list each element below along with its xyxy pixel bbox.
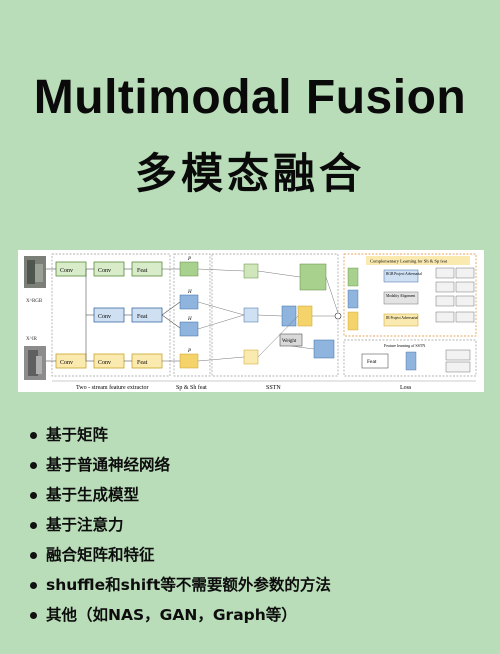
title-chinese: 多模态融合 <box>134 149 365 198</box>
architecture-diagram: X^RGB X^IR Conv Conv Feat Conv Feat Conv… <box>18 250 484 392</box>
complementary-title: Complementary Learning for Sh & Sp feat <box>370 259 448 264</box>
feat-bot-label: Feat <box>137 360 148 366</box>
section-feat: Sp & Sh feat <box>176 384 207 391</box>
list-item: shuffle和shift等不需要额外参数的方法 <box>28 570 331 600</box>
list-item-text: 基于注意力 <box>46 516 124 534</box>
rgb-project-label: RGB Project Adversarial <box>386 272 422 276</box>
list-item: 基于生成模型 <box>28 480 331 510</box>
list-item: 基于普通神经网络 <box>28 450 331 480</box>
conv-top-2-label: Conv <box>98 268 111 274</box>
list-item: 基于注意力 <box>28 510 331 540</box>
list-item-text: 基于生成模型 <box>46 486 140 504</box>
ir-project-box <box>383 313 419 327</box>
h-r-label: H <box>187 290 192 295</box>
list-item: 融合矩阵和特征 <box>28 540 331 570</box>
ir-input-image <box>24 346 46 380</box>
feature-vector <box>405 351 417 371</box>
method-list: 基于矩阵 基于普通神经网络 基于生成模型 基于注意力 融合矩阵和特征 shuff… <box>28 420 331 630</box>
complementary-title-box <box>366 256 470 265</box>
bullet-dot-icon <box>30 492 37 499</box>
loss-boxes-top <box>435 267 475 323</box>
list-item-text: 其他（如NAS，GAN，Graph等） <box>46 606 297 624</box>
conv-top-1-label: Conv <box>60 268 73 274</box>
loss-boxes-bottom <box>445 349 471 373</box>
list-item: 基于矩阵 <box>28 420 331 450</box>
conv-mid-label: Conv <box>98 314 111 320</box>
h-i-label: H <box>187 317 192 322</box>
section-extractor: Two - stream feature extractor <box>76 384 149 391</box>
ir-project-label: IR Project Adversarial <box>386 316 418 320</box>
extractor-frame <box>51 253 171 377</box>
bullet-dot-icon <box>30 432 37 439</box>
section-loss: Loss <box>400 385 412 391</box>
feat-top-label: Feat <box>137 268 148 274</box>
bullet-dot-icon <box>30 582 37 589</box>
feature-learning-title: Feature learning of SSTN <box>384 343 425 348</box>
p-bot-label: P <box>187 349 191 354</box>
conv-bot-1-label: Conv <box>60 360 73 366</box>
feat-right-label: Feat <box>367 359 377 365</box>
list-item-text: 基于普通神经网络 <box>46 456 171 474</box>
bullet-dot-icon <box>30 462 37 469</box>
ir-input-label: X^IR <box>26 337 38 342</box>
feat-right-box <box>361 353 389 369</box>
p-top-label: P <box>187 257 191 262</box>
feat-mid-label: Feat <box>137 314 148 320</box>
rgb-input-image <box>24 256 46 288</box>
list-item-text: 融合矩阵和特征 <box>46 546 155 564</box>
title-english: Multimodal Fusion <box>33 71 467 124</box>
weight-label: Weight <box>282 339 297 344</box>
conv-bot-2-label: Conv <box>98 360 111 366</box>
section-sstn: SSTN <box>266 385 281 391</box>
diagram-svg: X^RGB X^IR Conv Conv Feat Conv Feat Conv… <box>24 253 477 391</box>
list-item-text: shuffle和shift等不需要额外参数的方法 <box>46 576 331 594</box>
list-item-text: 基于矩阵 <box>46 426 109 444</box>
sp-sh-frame <box>173 253 211 377</box>
complementary-inputs <box>347 267 359 331</box>
rgb-project-box <box>383 269 419 283</box>
list-item: 其他（如NAS，GAN，Graph等） <box>28 600 331 630</box>
rgb-input-label: X^RGB <box>26 299 43 304</box>
modality-alignment-label: Modality Alignment <box>386 294 415 298</box>
modality-alignment-box <box>383 291 419 305</box>
bullet-dot-icon <box>30 552 37 559</box>
extractor-arrows <box>46 268 181 362</box>
bullet-dot-icon <box>30 522 37 529</box>
feat-stacks <box>179 261 199 369</box>
sstn-arrows <box>197 268 339 362</box>
complementary-frame <box>343 253 477 337</box>
bullet-dot-icon <box>30 612 37 619</box>
